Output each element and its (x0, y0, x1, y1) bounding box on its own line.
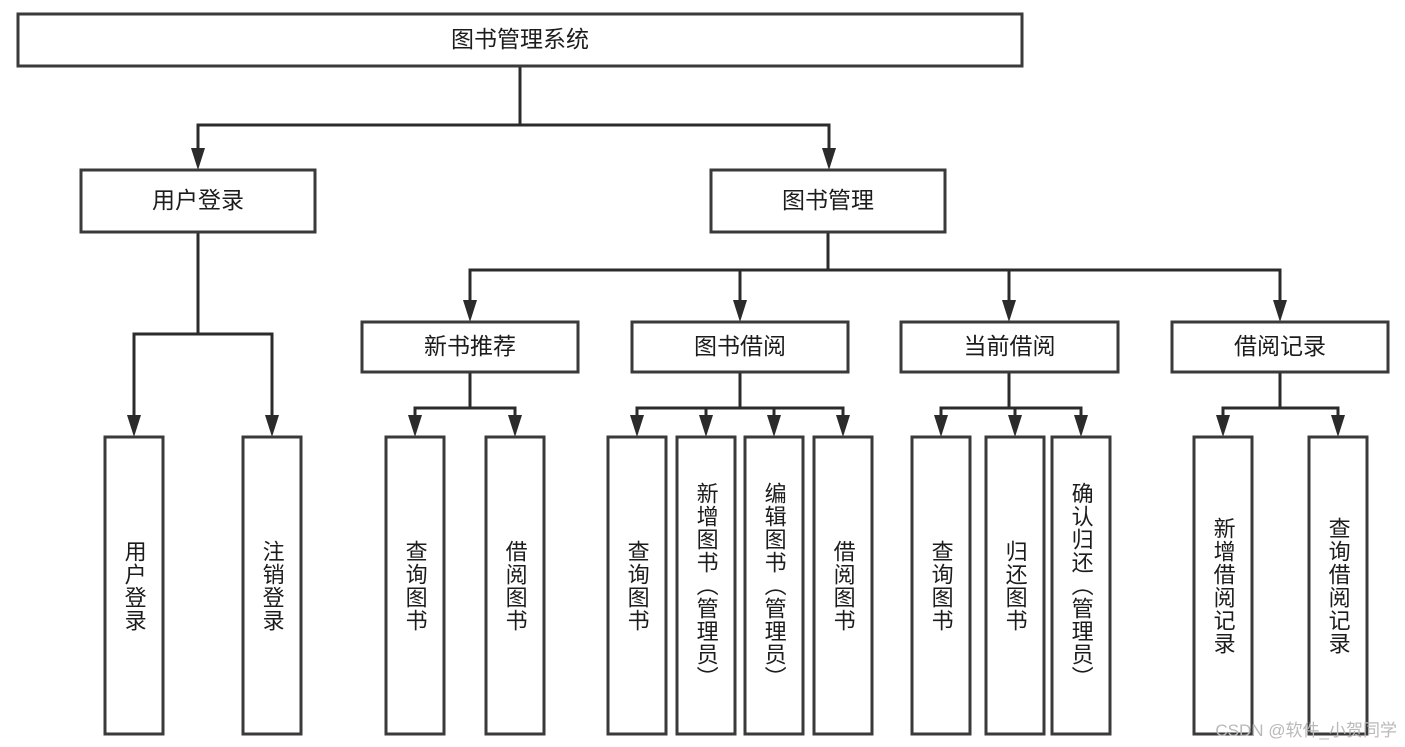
arrow-head-icon (767, 415, 781, 437)
arrow-head-icon (463, 300, 477, 322)
arrow-head-icon (265, 415, 279, 437)
node-box-user-login[interactable] (79, 168, 317, 234)
node-box-leaf-return-book[interactable] (984, 435, 1046, 736)
node-box-current-borrow[interactable] (899, 320, 1120, 374)
node-box-leaf-user-login[interactable] (103, 435, 165, 736)
arrow-head-icon (733, 300, 747, 322)
node-box-leaf-query-borrow-record[interactable] (1307, 435, 1369, 736)
node-box-borrow-record[interactable] (1170, 320, 1390, 374)
node-box-book-manage[interactable] (709, 168, 947, 234)
node-box-leaf-query-book-1[interactable] (384, 435, 446, 736)
node-box-leaf-confirm-return[interactable] (1050, 435, 1112, 736)
arrow-head-icon (1002, 300, 1016, 322)
node-box-book-borrow[interactable] (630, 320, 850, 374)
arrow-head-icon (699, 415, 713, 437)
arrow-head-icon (822, 148, 836, 170)
node-label-book-borrow: 图书借阅 (694, 333, 786, 359)
node-box-leaf-add-borrow-record[interactable] (1192, 435, 1254, 736)
arrow-head-icon (1273, 300, 1287, 322)
node-box-leaf-edit-book[interactable] (743, 435, 805, 736)
node-box-leaf-add-book[interactable] (675, 435, 737, 736)
connector-layer (127, 64, 1345, 437)
node-label-user-login: 用户登录 (152, 187, 244, 213)
node-label-new-book-recommend: 新书推荐 (424, 333, 516, 359)
node-label-current-borrow: 当前借阅 (964, 333, 1056, 359)
node-label-borrow-record: 借阅记录 (1234, 333, 1326, 359)
node-label-book-manage: 图书管理 (782, 187, 874, 213)
arrow-head-icon (127, 415, 141, 437)
node-box-leaf-user-logout[interactable] (241, 435, 303, 736)
arrow-head-icon (1008, 415, 1022, 437)
arrow-head-icon (408, 415, 422, 437)
arrow-head-icon (836, 415, 850, 437)
node-label-root: 图书管理系统 (451, 26, 589, 52)
node-box-leaf-borrow-book-1[interactable] (484, 435, 546, 736)
node-box-leaf-borrow-book-2[interactable] (812, 435, 874, 736)
arrow-head-icon (1216, 415, 1230, 437)
arrow-head-icon (191, 148, 205, 170)
node-box-new-book-recommend[interactable] (360, 320, 580, 374)
arrow-head-icon (934, 415, 948, 437)
node-box-root[interactable] (16, 12, 1024, 68)
node-box-leaf-query-book-2[interactable] (606, 435, 668, 736)
arrow-head-icon (1331, 415, 1345, 437)
arrow-head-icon (630, 415, 644, 437)
arrow-head-icon (508, 415, 522, 437)
node-box-leaf-query-book-3[interactable] (910, 435, 972, 736)
node-box-layer (16, 12, 1390, 736)
arrow-head-icon (1074, 415, 1088, 437)
